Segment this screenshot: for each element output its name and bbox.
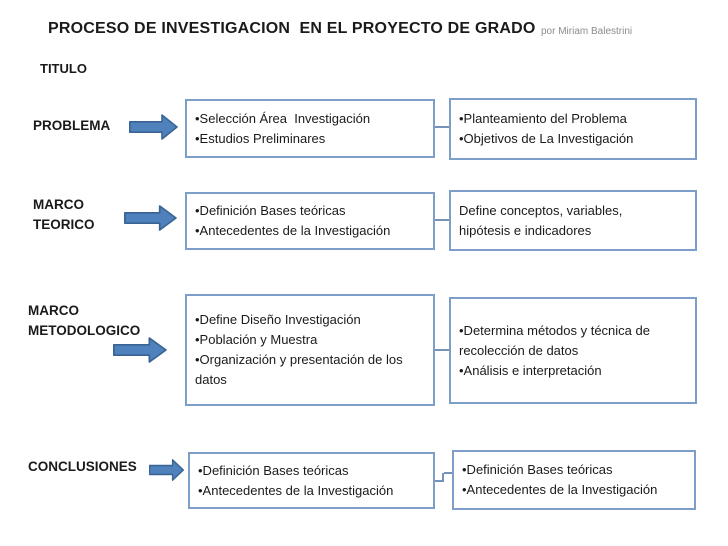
process-box-problema-2: •Planteamiento del Problema •Objetivos d… — [449, 98, 697, 160]
arrow-right-icon — [113, 337, 167, 363]
box-line: •Define Diseño Investigación — [195, 312, 361, 327]
process-box-conclusiones-1: •Definición Bases teóricas •Antecedentes… — [188, 452, 435, 509]
box-line: •Planteamiento del Problema — [459, 111, 627, 126]
arrow-right-icon — [149, 459, 184, 481]
box-line: •Organización y presentación de los dato… — [195, 352, 407, 387]
box-line: •Población y Muestra — [195, 332, 318, 347]
connector-line — [442, 473, 444, 482]
box-line: •Selección Área Investigación — [195, 110, 371, 126]
box-line: •Determina métodos y técnica de recolecc… — [459, 322, 654, 358]
process-box-marco-metodologico-2: •Determina métodos y técnica de recolecc… — [449, 297, 697, 404]
arrow-right-icon — [129, 114, 178, 140]
box-line: •Antecedentes de la Investigación — [462, 482, 658, 497]
connector-line — [435, 219, 449, 221]
row-label-marco-teorico: MARCO TEORICO — [33, 197, 95, 232]
process-box-marco-teorico-1: •Definición Bases teóricas •Antecedentes… — [185, 192, 435, 250]
row-label-conclusiones: CONCLUSIONES — [28, 459, 137, 474]
box-line: •Antecedentes de la Investigación — [198, 482, 394, 498]
author-byline: por Miriam Balestrini — [541, 26, 633, 37]
process-box-problema-1: •Selección Área Investigación •Estudios … — [185, 99, 435, 158]
titulo-label: TITULO — [40, 61, 87, 76]
box-line: •Análisis e interpretación — [459, 362, 602, 378]
connector-line — [435, 126, 449, 128]
row-label-problema: PROBLEMA — [33, 118, 111, 133]
box-line: •Estudios Preliminares — [195, 130, 326, 146]
connector-line — [435, 480, 444, 482]
connector-line — [435, 349, 449, 351]
process-box-conclusiones-2: •Definición Bases teóricas •Antecedentes… — [452, 450, 696, 510]
box-line: •Definición Bases teóricas — [462, 462, 613, 477]
box-line: •Objetivos de La Investigación — [459, 131, 634, 146]
connector-line — [444, 472, 452, 474]
box-line: •Definición Bases teóricas — [195, 203, 346, 218]
box-line: •Definición Bases teóricas — [198, 462, 349, 478]
page-title: PROCESO DE INVESTIGACION EN EL PROYECTO … — [48, 20, 536, 37]
box-line: •Antecedentes de la Investigación — [195, 223, 391, 238]
row-label-marco-metodologico: MARCO METODOLOGICO — [28, 303, 141, 338]
process-box-marco-metodologico-1: •Define Diseño Investigación •Población … — [185, 294, 435, 406]
arrow-right-icon — [124, 205, 177, 231]
box-line: Define conceptos, variables, hipótesis e… — [459, 202, 626, 238]
process-box-marco-teorico-2: Define conceptos, variables, hipótesis e… — [449, 190, 697, 251]
